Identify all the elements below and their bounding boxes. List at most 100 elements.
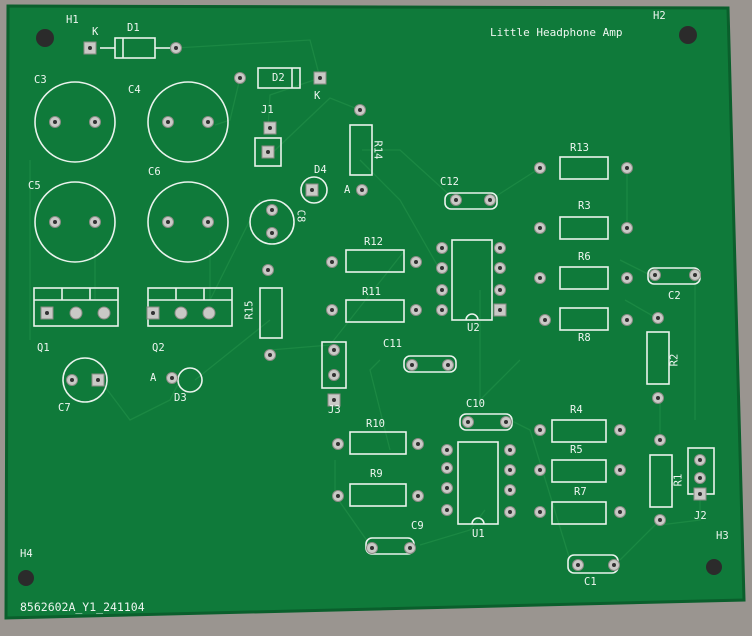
drill-hole [174, 46, 178, 50]
drill-hole [88, 46, 92, 50]
drill-hole [508, 488, 512, 492]
solder-pad [202, 306, 216, 320]
drill-hole [332, 398, 336, 402]
board-title: Little Headphone Amp [490, 26, 623, 39]
drill-hole [612, 563, 616, 567]
label-r4: R4 [570, 404, 583, 416]
drill-hole [504, 420, 508, 424]
hole-label-h3: H3 [716, 530, 729, 542]
drill-hole [538, 510, 542, 514]
drill-hole [336, 494, 340, 498]
drill-hole [625, 318, 629, 322]
drill-hole [698, 458, 702, 462]
drill-hole [538, 226, 542, 230]
label-c11: C11 [383, 338, 402, 350]
drill-hole [410, 363, 414, 367]
label-r9: R9 [370, 468, 383, 480]
label-r11: R11 [362, 286, 381, 298]
drill-hole [318, 76, 322, 80]
label-r13: R13 [570, 142, 589, 154]
drill-hole [266, 150, 270, 154]
drill-hole [625, 166, 629, 170]
part-number: 8562602A_Y1_241104 [20, 600, 145, 614]
drill-hole [166, 120, 170, 124]
drill-hole [625, 226, 629, 230]
drill-hole [693, 273, 697, 277]
hole-label-h4: H4 [20, 548, 33, 560]
drill-hole [698, 476, 702, 480]
drill-hole [414, 308, 418, 312]
drill-hole [466, 420, 470, 424]
label-j3: J3 [328, 404, 341, 416]
drill-hole [618, 468, 622, 472]
label-d2: D2 [272, 72, 285, 84]
drill-hole [360, 188, 364, 192]
drill-hole [370, 546, 374, 550]
drill-hole [508, 468, 512, 472]
drill-hole [45, 311, 49, 315]
drill-hole [445, 448, 449, 452]
drill-hole [53, 220, 57, 224]
drill-hole [508, 510, 512, 514]
drill-hole [445, 466, 449, 470]
label-a1: A [150, 372, 157, 384]
drill-hole [238, 76, 242, 80]
drill-hole [408, 546, 412, 550]
drill-hole [416, 442, 420, 446]
drill-hole [93, 120, 97, 124]
label-a2: A [344, 184, 351, 196]
label-r14: R14 [371, 140, 384, 160]
drill-hole [151, 311, 155, 315]
label-q1: Q1 [37, 342, 50, 354]
drill-hole [170, 376, 174, 380]
label-c1: C1 [584, 576, 597, 588]
drill-hole [358, 108, 362, 112]
drill-hole [498, 308, 502, 312]
drill-hole [268, 126, 272, 130]
label-d1: D1 [127, 22, 140, 34]
drill-hole [330, 308, 334, 312]
label-r15: R15 [243, 300, 256, 320]
drill-hole [653, 273, 657, 277]
drill-hole [658, 438, 662, 442]
board-substrate [6, 6, 744, 618]
drill-hole [538, 428, 542, 432]
label-u1: U1 [472, 528, 485, 540]
label-r2: R2 [668, 353, 681, 367]
drill-hole [446, 363, 450, 367]
label-c9: C9 [411, 520, 424, 532]
drill-hole [266, 268, 270, 272]
label-c2: C2 [668, 290, 681, 302]
drill-hole [538, 276, 542, 280]
drill-hole [498, 266, 502, 270]
drill-hole [270, 231, 274, 235]
label-r7: R7 [574, 486, 587, 498]
drill-hole [625, 276, 629, 280]
drill-hole [53, 120, 57, 124]
drill-hole [336, 442, 340, 446]
drill-hole [440, 266, 444, 270]
drill-hole [698, 492, 702, 496]
label-j1: J1 [261, 104, 274, 116]
drill-hole [96, 378, 100, 382]
drill-hole [268, 353, 272, 357]
drill-hole [498, 246, 502, 250]
drill-hole [508, 448, 512, 452]
label-c10: C10 [466, 398, 485, 410]
label-r3: R3 [578, 200, 591, 212]
drill-hole [656, 316, 660, 320]
drill-hole [416, 494, 420, 498]
solder-pad [97, 306, 111, 320]
drill-hole [166, 220, 170, 224]
label-r12: R12 [364, 236, 383, 248]
label-r8: R8 [578, 332, 591, 344]
label-d3: D3 [174, 392, 187, 404]
drill-hole [330, 260, 334, 264]
drill-hole [440, 246, 444, 250]
drill-hole [498, 288, 502, 292]
solder-pads [40, 41, 707, 571]
mounting-holes [18, 26, 722, 586]
drill-hole [543, 318, 547, 322]
